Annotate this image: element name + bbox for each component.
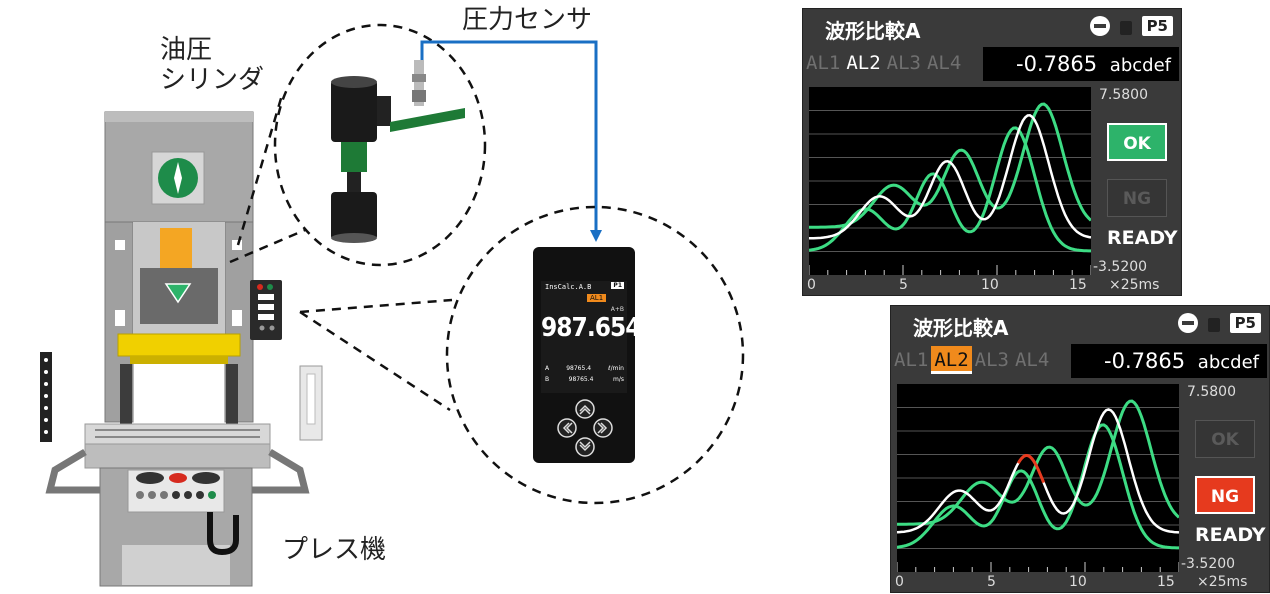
waveform-line (809, 114, 1091, 240)
device-channel: A+B (610, 306, 624, 313)
ready-status: READY (1195, 524, 1266, 546)
x-tick-10: 10 (981, 277, 999, 293)
readout-unit: abcdef (1197, 352, 1259, 373)
waveform-plot (897, 384, 1179, 572)
upper-envelope-line (897, 399, 1179, 526)
waveform-screen-ok: 波形比較A P5 AL1 AL2 AL3 AL4 -0.7865 abcdef … (802, 8, 1182, 296)
label-pressure-sensor: 圧力センサ (462, 5, 593, 35)
label-press-machine: プレス機 (282, 535, 387, 565)
device-page-badge: P1 (611, 282, 624, 289)
screen-title: 波形比較A (825, 19, 921, 43)
lower-envelope-line (809, 126, 1091, 253)
tab-al4[interactable]: AL4 (926, 52, 962, 74)
y-max-label: 7.5800 (1099, 87, 1148, 103)
device-row-a-label: A (545, 365, 550, 372)
readout-value: -0.7865 (1016, 52, 1098, 76)
y-max-label: 7.5800 (1187, 384, 1236, 400)
cylinder-callout-bubble (273, 23, 487, 267)
tab-al2[interactable]: AL2 (931, 346, 972, 374)
y-min-label: -3.5200 (1181, 556, 1236, 572)
minus-icon (1177, 313, 1198, 333)
device-row-a-value: 98765.4 (566, 365, 592, 372)
device-row-b-unit: m/s (613, 376, 624, 383)
device-keypad[interactable] (555, 399, 615, 457)
tab-al1[interactable]: AL1 (806, 52, 841, 74)
signal-wire-arrow (590, 230, 602, 242)
lock-icon (1207, 318, 1220, 332)
page-badge: P5 (1229, 313, 1261, 333)
tab-al2[interactable]: AL2 (846, 52, 881, 74)
signal-wire (420, 40, 598, 232)
device-main-value: 987.654 (541, 313, 642, 343)
violation-segment (1016, 454, 1046, 484)
readout-display: -0.7865 abcdef (983, 47, 1179, 81)
ng-indicator: NG (1195, 476, 1255, 514)
lock-icon (1119, 21, 1132, 35)
x-tick-10: 10 (1069, 574, 1087, 590)
device-row-b-value: 98765.4 (568, 376, 594, 383)
x-tick-5: 5 (899, 277, 908, 293)
device-row-b: B 98765.4 m/s (545, 376, 624, 383)
measurement-device: InsCalc.A.B P1 AL1 A+B 987.654 A 98765.4… (533, 247, 642, 463)
device-title: InsCalc.A.B (545, 283, 592, 291)
tab-al4[interactable]: AL4 (1014, 349, 1050, 371)
ok-indicator: OK (1195, 420, 1255, 458)
alarm-tabs: AL1 AL2 AL3 AL4 (891, 346, 1052, 374)
waveform-plot (809, 87, 1091, 275)
page-badge: P5 (1141, 16, 1173, 36)
ready-status: READY (1107, 227, 1178, 249)
readout-unit: abcdef (1109, 55, 1171, 76)
device-row-a: A 98765.4 ℓ/min (545, 365, 624, 372)
lower-envelope-line (897, 423, 1179, 550)
screen-title: 波形比較A (913, 316, 1009, 340)
alarm-tabs: AL1 AL2 AL3 AL4 (803, 49, 964, 77)
label-cylinder-line2: シリンダ (160, 64, 265, 95)
waveform-screen-ng: 波形比較A P5 AL1 AL2 AL3 AL4 -0.7865 abcdef … (890, 305, 1270, 593)
device-screen: InsCalc.A.B P1 AL1 A+B 987.654 A 98765.4… (541, 281, 642, 393)
device-tab[interactable]: AL1 (587, 294, 607, 302)
readout-display: -0.7865 abcdef (1071, 344, 1267, 378)
tab-al1[interactable]: AL1 (894, 349, 929, 371)
label-hydraulic-cylinder: 油圧 シリンダ (160, 35, 265, 96)
x-tick-0: 0 (807, 277, 816, 293)
y-min-label: -3.5200 (1093, 259, 1148, 275)
x-tick-15: 15 (1157, 574, 1175, 590)
minus-icon (1089, 16, 1110, 36)
readout-value: -0.7865 (1104, 349, 1186, 373)
callout-layer (229, 23, 745, 505)
ok-indicator: OK (1107, 123, 1167, 161)
tab-al3[interactable]: AL3 (886, 52, 921, 74)
press-machine-illustration (40, 111, 323, 587)
x-unit-label: ×25ms (1109, 277, 1160, 293)
x-tick-5: 5 (987, 574, 996, 590)
device-row-a-unit: ℓ/min (608, 365, 624, 372)
x-tick-15: 15 (1069, 277, 1087, 293)
ng-indicator: NG (1107, 179, 1167, 217)
x-unit-label: ×25ms (1197, 574, 1248, 590)
hydraulic-cylinder-illustration (331, 60, 465, 243)
device-callout-bubble (445, 205, 745, 505)
label-cylinder-line1: 油圧 (160, 35, 213, 65)
screen-status-icons: P5 (1177, 312, 1261, 334)
x-tick-0: 0 (895, 574, 904, 590)
tab-al3[interactable]: AL3 (974, 349, 1009, 371)
screen-status-icons: P5 (1089, 15, 1173, 37)
device-row-b-label: B (545, 376, 550, 383)
